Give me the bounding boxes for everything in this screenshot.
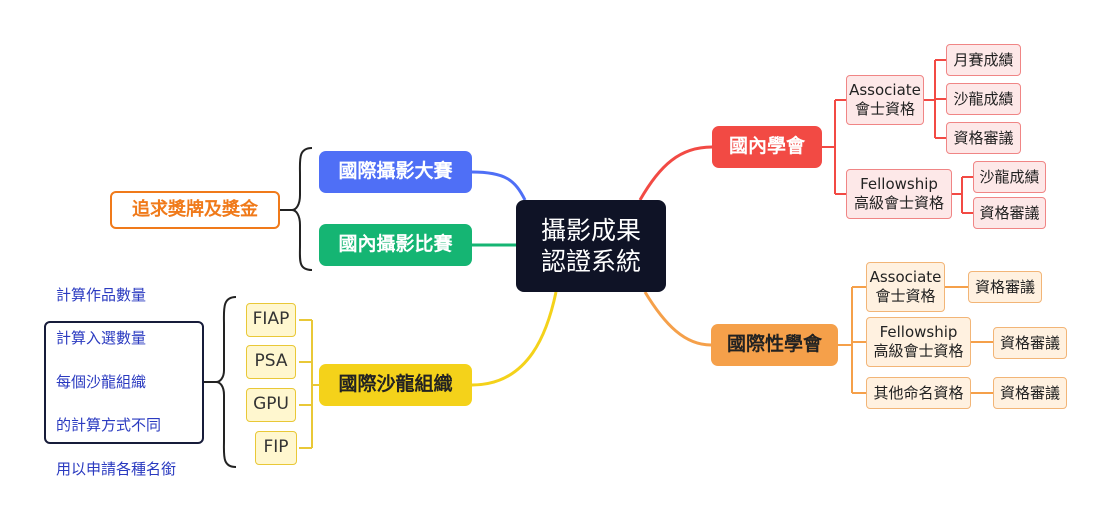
link-salon-orgs [311, 320, 319, 448]
org-psa: PSA [246, 345, 296, 379]
domestic-fellowship-node: Fellowship 高級會士資格 [846, 169, 952, 219]
link-center-intl-assoc [643, 291, 712, 347]
note-line: 計算入選數量 [56, 329, 147, 348]
domestic-fellowship-item: 沙龍成績 [973, 161, 1046, 193]
domestic-association-node: 國內學會 [712, 126, 822, 168]
domestic-associate-node: Associate 會士資格 [846, 75, 924, 125]
note-line: 用以申請各種名銜 [56, 459, 177, 478]
note-box: 計算作品數量 計算入選數量 每個沙龍組織 的計算方式不同 用以申請各種名銜 [44, 286, 204, 478]
link-center-dom-assoc [638, 145, 713, 201]
international-competition-node: 國際攝影大賽 [319, 151, 472, 193]
intl-associate-node: Associate 會士資格 [866, 262, 945, 312]
domestic-fellowship-item: 資格審議 [973, 197, 1046, 229]
domestic-competition-node: 國內攝影比賽 [319, 224, 472, 266]
domestic-associate-item: 月賽成績 [946, 44, 1021, 76]
domestic-associate-item: 沙龍成績 [946, 83, 1021, 115]
link-center-intl-comp [471, 170, 527, 201]
international-association-node: 國際性學會 [711, 324, 838, 366]
center-topic: 攝影成果 認證系統 [516, 200, 666, 292]
note-line: 的計算方式不同 [56, 416, 162, 435]
link-center-salon [471, 291, 558, 387]
intl-associate-item: 資格審議 [968, 271, 1042, 303]
note-line: 每個沙龍組織 [56, 372, 147, 391]
domestic-associate-item: 資格審議 [946, 122, 1021, 154]
intl-other-node: 其他命名資格 [866, 377, 971, 409]
intl-other-item: 資格審議 [993, 377, 1067, 409]
intl-fellowship-node: Fellowship 高級會士資格 [866, 317, 971, 367]
org-gpu: GPU [246, 388, 296, 422]
note-line: 計算作品數量 [56, 285, 147, 304]
org-fip: FIP [255, 431, 297, 465]
goal-node: 追求獎牌及獎金 [110, 191, 280, 229]
bracket-orgs [215, 296, 237, 468]
intl-fellowship-item: 資格審議 [993, 327, 1067, 359]
org-fiap: FIAP [246, 303, 296, 337]
salon-organization-node: 國際沙龍組織 [319, 364, 472, 406]
bracket-competitions [291, 147, 313, 271]
